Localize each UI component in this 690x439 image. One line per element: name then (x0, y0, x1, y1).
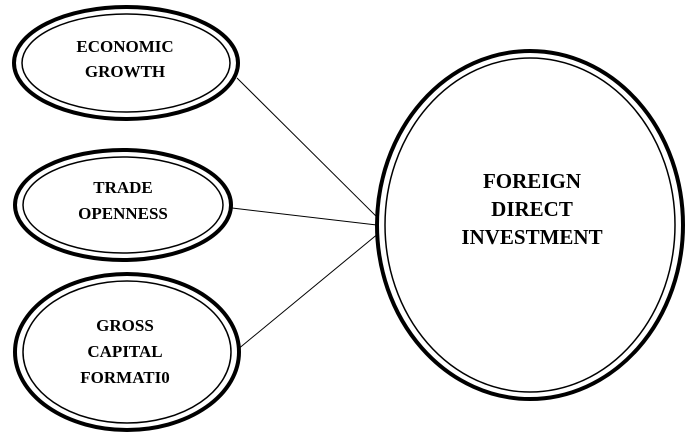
economic-growth-label-line-2: GROWTH (85, 62, 165, 81)
gross-capital-formation-label-line-3: FORMATI0 (80, 368, 169, 387)
gross-capital-formation-label-line-2: CAPITAL (87, 342, 162, 361)
gross-capital-formation-label-line-1: GROSS (96, 316, 154, 335)
fdi-label-line-3: INVESTMENT (461, 225, 602, 249)
edge-trade-openness-to-fdi (231, 207, 386, 229)
trade-openness-label-line-1: TRADE (93, 178, 153, 197)
node-trade-openness: TRADE OPENNESS (13, 148, 233, 262)
edge-economic-growth-to-fdi (236, 77, 386, 226)
trade-openness-label-line-2: OPENNESS (78, 204, 168, 223)
node-economic-growth: ECONOMIC GROWTH (12, 5, 240, 121)
economic-growth-label-line-1: ECONOMIC (76, 37, 173, 56)
node-gross-capital-formation: GROSS CAPITAL FORMATI0 (13, 272, 241, 432)
fdi-label-line-2: DIRECT (491, 197, 573, 221)
edge-gross-capital-formation-to-fdi (236, 227, 386, 351)
fdi-label-line-1: FOREIGN (483, 169, 581, 193)
node-foreign-direct-investment: FOREIGN DIRECT INVESTMENT (375, 49, 685, 401)
